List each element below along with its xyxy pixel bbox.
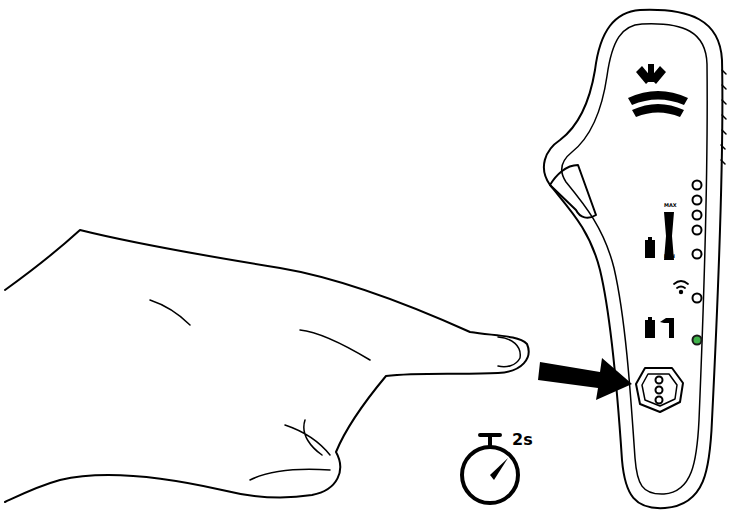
gauge-max-label: MAX	[664, 203, 677, 208]
duration-label: 2s	[512, 432, 533, 448]
hand	[5, 230, 529, 502]
remote-housing	[544, 10, 722, 508]
grip-ridges	[721, 70, 726, 164]
gauge-min-label: MIN	[664, 254, 675, 259]
power-button	[636, 368, 683, 412]
arrow	[538, 358, 632, 400]
brand-logo	[628, 64, 688, 117]
side-trigger	[550, 165, 596, 218]
remote-face	[562, 24, 707, 494]
